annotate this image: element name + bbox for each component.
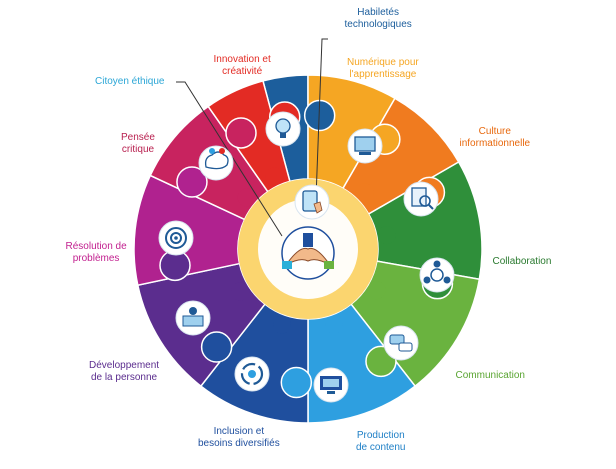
- label-line: créativité: [222, 66, 263, 77]
- chat-bubbles-icon: [383, 325, 419, 361]
- person-growth-icon: [175, 300, 211, 336]
- hands-teamwork-icon: [281, 226, 335, 280]
- knob-resolution: [176, 166, 208, 198]
- label-line: Collaboration: [492, 256, 552, 267]
- label-line: Communication: [455, 370, 525, 381]
- center-hub: [238, 179, 378, 319]
- label-communication: Communication: [456, 370, 525, 382]
- brain-question-icon: [198, 145, 234, 181]
- sleeve-left: [282, 261, 292, 269]
- knob-pensee-critique: [225, 117, 257, 149]
- inner-knob-collaboration: [377, 226, 396, 245]
- inner-knob-production-contenu: [325, 315, 344, 334]
- leader-lines: [176, 38, 328, 237]
- inner-knob-resolution: [219, 230, 238, 249]
- inner-knob-innovation: [265, 167, 284, 186]
- leader-citoyen: [176, 81, 283, 237]
- label-line: Développement: [89, 360, 160, 371]
- knob-inclusion: [200, 331, 233, 363]
- label-line: l'apprentissage: [349, 69, 417, 80]
- team-network-icon: [419, 257, 455, 293]
- knob-production-contenu: [280, 366, 313, 399]
- lightbulb-icon: [265, 111, 301, 147]
- label-line: Habiletés: [357, 7, 399, 18]
- label-line: Pensée: [121, 132, 155, 143]
- label-line: Numérique pour: [347, 57, 419, 68]
- tablet-touch-icon: [294, 184, 330, 220]
- inner-knob-communication: [367, 281, 386, 300]
- inner-knob-pensee-critique: [237, 188, 256, 207]
- label-line: Culture: [478, 126, 511, 137]
- label-citoyen-ethique: Citoyen éthique: [95, 76, 165, 88]
- inner-knob-numerique-apprentissage: [319, 162, 338, 181]
- monitor-editing-icon: [313, 367, 349, 403]
- sleeve-top: [303, 233, 313, 247]
- label-line: Production: [356, 430, 405, 441]
- label-line: Résolution de: [65, 241, 127, 252]
- computer-screen-icon: [347, 128, 383, 164]
- label-line: besoins diversifiés: [198, 438, 280, 449]
- label-line: Citoyen éthique: [95, 76, 165, 87]
- search-document-icon: [403, 181, 439, 217]
- inner-knob-developpement: [231, 282, 250, 301]
- label-line: problèmes: [72, 253, 120, 264]
- label-line: de la personne: [90, 372, 158, 383]
- label-line: Innovation et: [213, 54, 271, 65]
- label-line: technologiques: [344, 19, 412, 30]
- inner-knob-culture-informationnelle: [355, 183, 374, 202]
- label-line: critique: [121, 144, 155, 155]
- leader-habiletes: [315, 38, 328, 199]
- sector-icons: [158, 111, 455, 403]
- label-line: de contenu: [356, 442, 406, 453]
- sleeve-right: [324, 261, 334, 269]
- circular-arrows-icon: [234, 356, 270, 392]
- inner-knob-inclusion: [272, 315, 291, 334]
- label-collaboration: Collaboration: [493, 256, 552, 268]
- label-line: Inclusion et: [213, 426, 265, 437]
- inner-knob-habiletes-technologiques: [288, 160, 307, 179]
- target-icon: [158, 220, 194, 256]
- label-line: informationnelle: [459, 138, 531, 149]
